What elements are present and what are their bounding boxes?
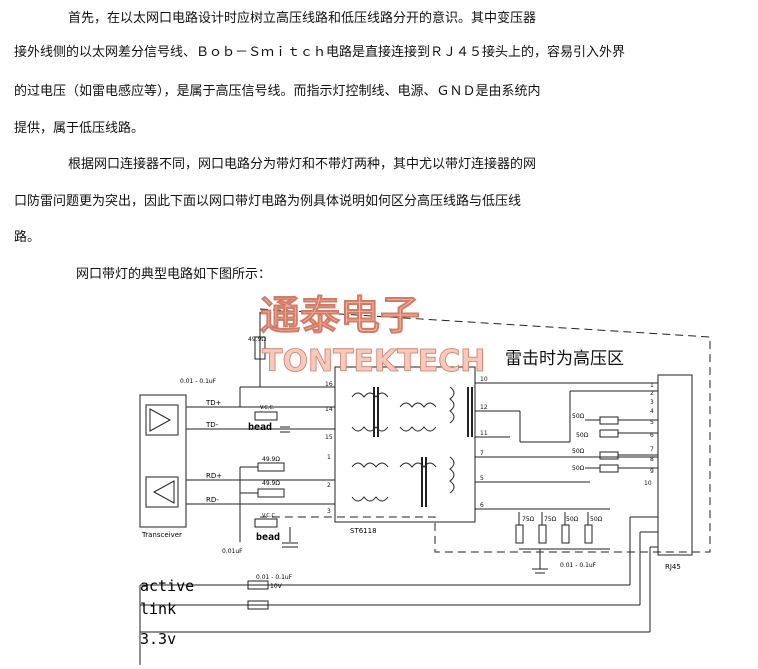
cap-bottom-label: 0.01 - 0.1uF [560,562,597,569]
r50-3: 50Ω [572,448,585,455]
resistor-49-9-top: 49.9Ω [248,336,266,343]
link-label: link [140,600,176,618]
cap-0-01-label: 0.01uF [222,548,243,555]
resistor-49-9-rd-plus: 49.9Ω [262,456,280,463]
paragraph-1-line-2: 接外线侧的以太网差分信号线、Ｂｏｂ－Ｓｍｉｔｃｈ电路是直接连接到ＲＪ４５接头上的… [14,45,626,60]
paragraph-2-line-2: 口防雷问题更为突出，因此下面以网口带灯电路为例具体说明如何区分高压线路与低压线 [14,194,522,209]
chip-pin: 1 [327,454,331,461]
rj45-pin: 3 [650,399,654,406]
transceiver-label: Transceiver [141,531,182,539]
rj45-pin: 6 [650,432,654,439]
rj45-pin: 9 [650,468,654,475]
cap-10v-label: 10V [270,583,283,590]
r50-2: 50Ω [576,432,589,439]
rj45-pin: 5 [650,419,654,426]
active-label: active [140,577,194,595]
rj45-pin: 1 [650,382,654,389]
rj45-pin: 7 [650,446,654,453]
r50-6: 50Ω [590,516,603,523]
v33-label: 3.3v [140,630,176,648]
figure-caption: 网口带灯的典型电路如下图所示： [76,267,272,282]
chip-pin: 16 [325,381,333,388]
rd-plus-label: RD+ [206,472,222,480]
r50-4: 50Ω [572,465,585,472]
watermark-chinese: 通泰电子 [260,293,420,339]
paragraph-1: 首先，在以太网口电路设计时应树立高压线路和低压线路分开的意识。其中变压器 [68,11,537,26]
paragraph-1-line-4: 提供，属于低压线路。 [14,121,145,136]
r75-1: 75Ω [522,516,535,523]
chip-pin: 6 [480,502,484,509]
chip-pin: 5 [480,475,484,482]
paragraph-2-line-3: 路。 [14,230,41,245]
transceiver-box [139,394,187,528]
watermark-english: TONTEKTECH [262,344,485,379]
bead-label-bottom: bead [256,532,280,543]
bead-label-top: bead [248,422,272,433]
resistor-49-9-rd-minus: 49.9Ω [262,480,280,487]
circuit-svg: 通泰电子 TONTEKTECH 雷击时为高压区 Transceiver ST61… [139,293,711,665]
chip-pin: 14 [325,406,333,413]
high-voltage-region [259,308,711,553]
r75-2: 75Ω [544,516,557,523]
vcc-label-top: V.C.C. [260,405,275,411]
rj45-label: RJ45 [665,563,681,571]
chip-pin: 10 [480,376,488,383]
paragraph-1-line-3: 的过电压（如雷电感应等），是属于高压信号线。而指示灯控制线、电源、ＧＮＤ是由系统… [14,84,541,99]
rj45-pin: 8 [650,456,654,463]
rj45-connector [657,374,693,556]
rj45-pin: 2 [650,390,654,397]
td-minus-label: TD- [205,421,219,429]
chip-pin: 3 [327,508,331,515]
high-voltage-label: 雷击时为高压区 [505,349,624,369]
chip-pin: 12 [480,404,488,411]
paragraph-2: 根据网口连接器不同，网口电路分为带灯和不带灯两种，其中尤以带灯连接器的网 [68,157,537,172]
transformer-chip [334,366,476,523]
cap-top-label: 0.01 - 0.1uF [180,378,217,385]
td-plus-label: TD+ [205,399,222,407]
r50-1: 50Ω [572,413,585,420]
circuit-diagram: 通泰电子 TONTEKTECH 雷击时为高压区 Transceiver ST61… [130,287,730,665]
chip-label: ST6118 [350,527,377,535]
chip-pin: 15 [325,434,333,441]
chip-pin: 7 [480,450,484,457]
rj45-pin: 10 [644,480,652,487]
chip-pin: 11 [480,430,488,437]
cap-left-label: 0.01 - 0.1uF [256,574,293,581]
vcc-label-bottom: V.C.C. [262,513,277,519]
chip-pin: 2 [327,482,331,489]
rd-minus-label: RD- [206,496,219,504]
rj45-pin: 4 [650,408,654,415]
r50-5: 50Ω [566,516,579,523]
